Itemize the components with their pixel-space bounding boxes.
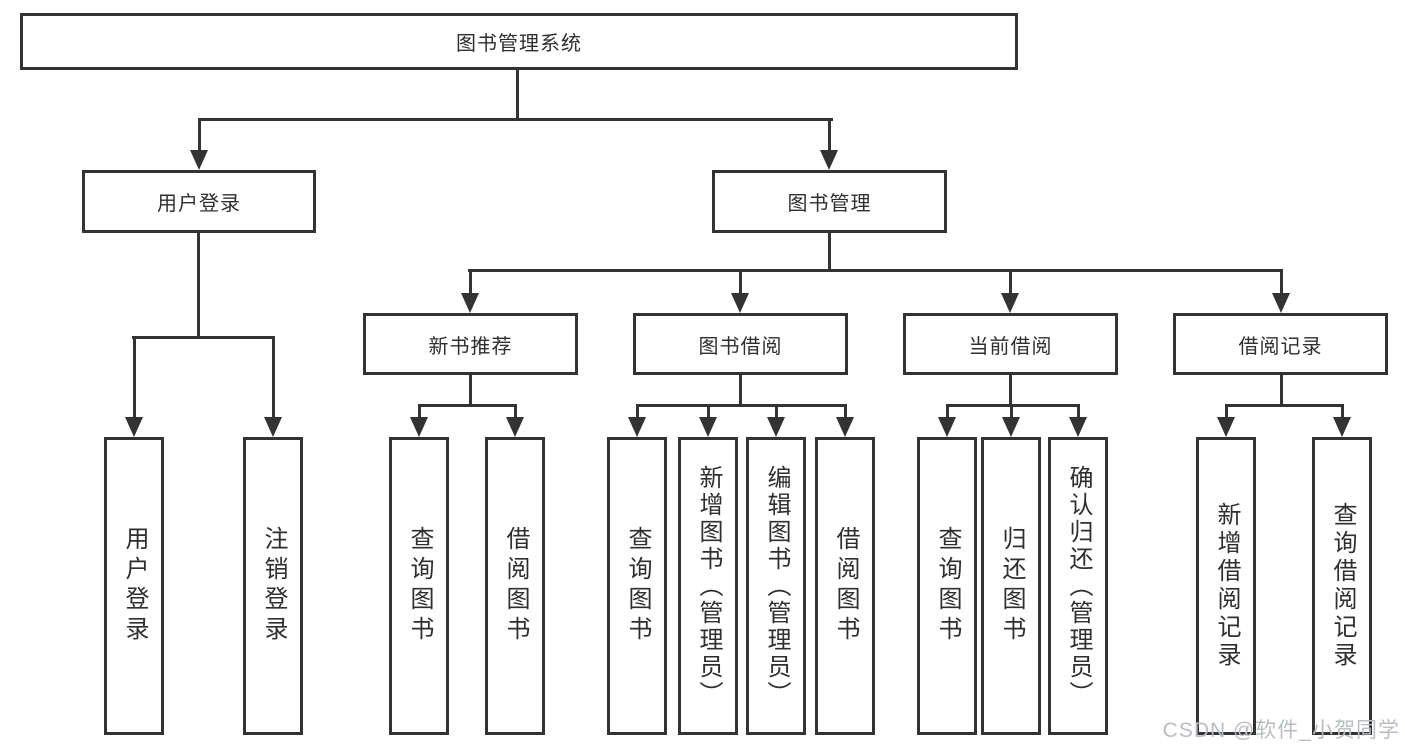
connector-leaf-shaft (133, 336, 136, 420)
arrow-down-icon (1272, 293, 1290, 313)
leaf-edit-book-admin-label: 编辑图书（管理员） (763, 464, 790, 708)
leaf-user-login-box: 用户登录 (104, 437, 164, 735)
arrow-down-icon (506, 417, 524, 437)
arrow-down-icon (1069, 417, 1087, 437)
connector-borrow-record-split (1225, 404, 1343, 407)
leaf-query-borrow-record-label: 查询借阅记录 (1329, 502, 1356, 670)
connector-borrow-record-shaft (1280, 269, 1283, 296)
new-book-module-box: 新书推荐 (363, 313, 578, 375)
connector-leaf-shaft (707, 404, 710, 420)
connector-borrow-record-stem (1280, 373, 1283, 407)
connector-leaf-shaft (1010, 404, 1013, 420)
book-management-branch-box: 图书管理 (712, 170, 947, 233)
connector-current-borrow-shaft (1009, 269, 1012, 296)
arrow-down-icon (628, 417, 646, 437)
leaf-add-borrow-record-box: 新增借阅记录 (1196, 437, 1256, 735)
user-login-branch-label: 用户登录 (157, 193, 241, 215)
leaf-add-book-admin-box: 新增图书（管理员） (678, 437, 738, 735)
leaf-borrow-books-label: 借阅图书 (502, 526, 529, 646)
arrow-down-icon (767, 417, 785, 437)
connector-leaf-shaft (514, 404, 517, 420)
arrow-down-icon (410, 417, 428, 437)
connector-new-book-stem (469, 373, 472, 407)
connector-new-book-shaft (469, 269, 472, 296)
leaf-borrow-books-box: 借阅图书 (485, 437, 545, 735)
connector-user-login-split (132, 336, 275, 339)
borrow-record-module-box: 借阅记录 (1173, 313, 1388, 375)
leaf-query-borrow-record-box: 查询借阅记录 (1312, 437, 1372, 735)
leaf-query-books-box: 查询图书 (917, 437, 977, 735)
arrow-down-icon (731, 293, 749, 313)
leaf-query-books-box: 查询图书 (389, 437, 449, 735)
arrow-down-icon (461, 293, 479, 313)
arrow-down-icon (1001, 293, 1019, 313)
arrow-down-icon (820, 150, 838, 170)
root-node-label: 图书管理系统 (456, 33, 582, 55)
connector-user-login-shaft (198, 118, 201, 154)
user-login-branch-box: 用户登录 (82, 170, 316, 233)
connector-current-borrow-stem (1009, 373, 1012, 407)
connector-root-branch (198, 118, 833, 121)
connector-leaf-shaft (1341, 404, 1344, 420)
connector-leaf-shaft (946, 404, 949, 420)
arrow-down-icon (264, 417, 282, 437)
leaf-add-borrow-record-label: 新增借阅记录 (1213, 502, 1240, 670)
borrow-record-module-label: 借阅记录 (1238, 335, 1323, 358)
arrow-down-icon (1333, 417, 1351, 437)
connector-leaf-shaft (272, 336, 275, 420)
connector-new-book-split (418, 404, 517, 407)
book-management-branch-label: 图书管理 (787, 193, 872, 215)
leaf-logout-label: 注销登录 (260, 526, 287, 646)
arrow-down-icon (836, 417, 854, 437)
current-borrow-module-label: 当前借阅 (968, 335, 1053, 358)
leaf-user-login-label: 用户登录 (121, 526, 148, 646)
leaf-borrow-books-label: 借阅图书 (832, 526, 859, 646)
arrow-down-icon (1217, 417, 1235, 437)
leaf-return-book-label: 归还图书 (998, 526, 1025, 646)
current-borrow-module-box: 当前借阅 (903, 313, 1118, 375)
connector-book-borrow-stem (739, 373, 742, 407)
connector-leaf-shaft (1077, 404, 1080, 420)
connector-leaf-shaft (636, 404, 639, 420)
leaf-confirm-return-admin-box: 确认归还（管理员） (1048, 437, 1108, 735)
leaf-query-books-box: 查询图书 (607, 437, 667, 735)
leaf-query-books-label: 查询图书 (934, 526, 961, 646)
arrow-down-icon (699, 417, 717, 437)
csdn-watermark: CSDN @软件_小贺同学 (1162, 719, 1400, 742)
arrow-down-icon (938, 417, 956, 437)
root-node-box: 图书管理系统 (20, 13, 1018, 70)
connector-leaf-shaft (775, 404, 778, 420)
connector-leaf-shaft (844, 404, 847, 420)
leaf-logout-box: 注销登录 (243, 437, 303, 735)
connector-leaf-shaft (418, 404, 421, 420)
leaf-add-book-admin-label: 新增图书（管理员） (695, 464, 722, 708)
leaf-edit-book-admin-box: 编辑图书（管理员） (746, 437, 806, 735)
arrow-down-icon (125, 417, 143, 437)
connector-root-stem (516, 67, 519, 121)
leaf-confirm-return-admin-label: 确认归还（管理员） (1065, 464, 1092, 708)
leaf-return-book-box: 归还图书 (981, 437, 1041, 735)
arrow-down-icon (190, 150, 208, 170)
book-borrow-module-label: 图书借阅 (698, 335, 783, 358)
leaf-query-books-label: 查询图书 (624, 526, 651, 646)
leaf-borrow-books-box: 借阅图书 (815, 437, 875, 735)
leaf-query-books-label: 查询图书 (406, 526, 433, 646)
connector-book-mgmt-shaft (828, 118, 831, 154)
arrow-down-icon (1002, 417, 1020, 437)
new-book-module-label: 新书推荐 (428, 335, 513, 358)
connector-level3-branch (468, 269, 1283, 272)
connector-leaf-shaft (1225, 404, 1228, 420)
connector-user-login-stem (197, 231, 200, 339)
connector-book-borrow-shaft (739, 269, 742, 296)
connector-book-mgmt-stem (828, 231, 831, 272)
book-borrow-module-box: 图书借阅 (633, 313, 848, 375)
connector-book-borrow-split (636, 404, 846, 407)
